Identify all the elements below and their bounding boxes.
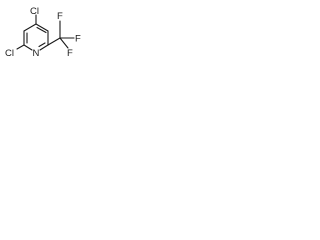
chlorine-atom-label: Cl	[30, 6, 39, 17]
bond-c6-cf3	[47, 37, 61, 46]
bond-n1-c6-double	[38, 42, 46, 48]
bond-c4-c5	[35, 23, 49, 32]
bond-c2-n1	[23, 44, 33, 51]
chlorine-atom-label: Cl	[5, 48, 14, 59]
pyridine-ring	[23, 23, 49, 51]
bond-c2-cl	[16, 44, 25, 50]
bond-c4-c3	[23, 23, 37, 32]
bond-cf3-f-bottom	[59, 37, 69, 49]
fluorine-atom-label: F	[67, 48, 73, 59]
nitrogen-atom-label: N	[33, 48, 40, 59]
chemical-structure-diagram: Cl Cl N F F F	[5, 6, 81, 59]
fluorine-atom-label: F	[57, 11, 63, 22]
fluorine-atom-label: F	[75, 34, 81, 45]
bond-n1-c6	[39, 44, 49, 51]
bond-c4-c5-double	[36, 26, 47, 34]
